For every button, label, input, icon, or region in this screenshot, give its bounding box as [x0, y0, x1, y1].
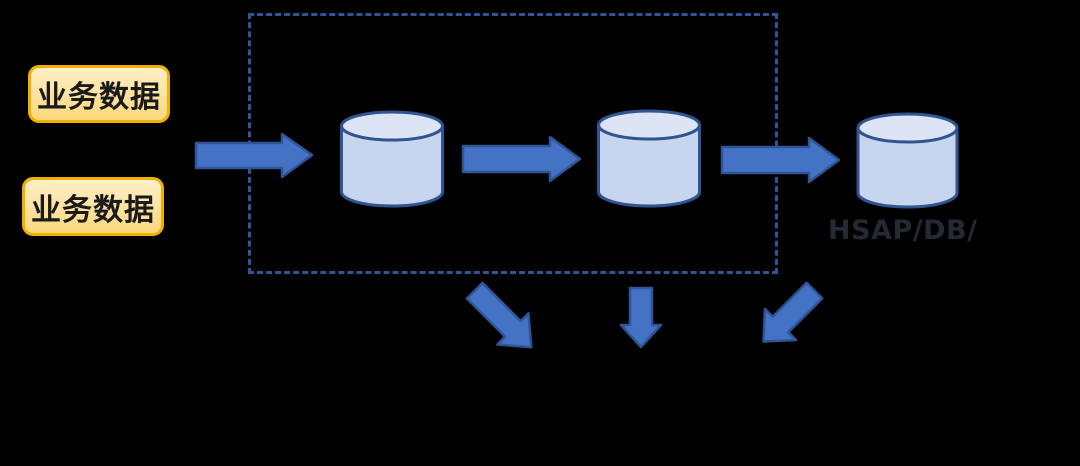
sink-database-icon: [856, 112, 959, 209]
flow-arrow-stage2-to-sink: [720, 136, 841, 184]
source-box-2: 业务数据: [22, 177, 164, 236]
output-arrow-down: [619, 286, 663, 349]
down-left-arrow-icon: [762, 281, 824, 343]
cylinder-top: [856, 112, 959, 144]
right-arrow-icon: [461, 135, 582, 183]
cylinder-body: [340, 124, 444, 208]
source-box-1-label: 业务数据: [37, 80, 161, 115]
down-arrow-icon: [619, 286, 663, 349]
output-arrow-down-right: [465, 281, 533, 349]
output-arrow-down-left: [762, 281, 824, 343]
stage1-database-icon: [340, 110, 444, 208]
source-box-2-label: 业务数据: [31, 192, 155, 228]
cylinder-top: [597, 109, 701, 141]
stage2-database-icon: [597, 109, 701, 208]
sink-caption: HSAP/DB/: [828, 215, 978, 246]
flow-arrow-sources-to-pipeline: [194, 132, 314, 179]
cylinder-top: [340, 110, 444, 142]
right-arrow-icon: [720, 136, 841, 184]
right-arrow-icon: [194, 132, 314, 179]
cylinder-body: [597, 123, 701, 208]
down-right-arrow-icon: [465, 281, 533, 349]
flow-arrow-stage1-to-stage2: [461, 135, 582, 183]
source-box-1: 业务数据: [28, 65, 170, 123]
cylinder-body: [856, 126, 959, 209]
